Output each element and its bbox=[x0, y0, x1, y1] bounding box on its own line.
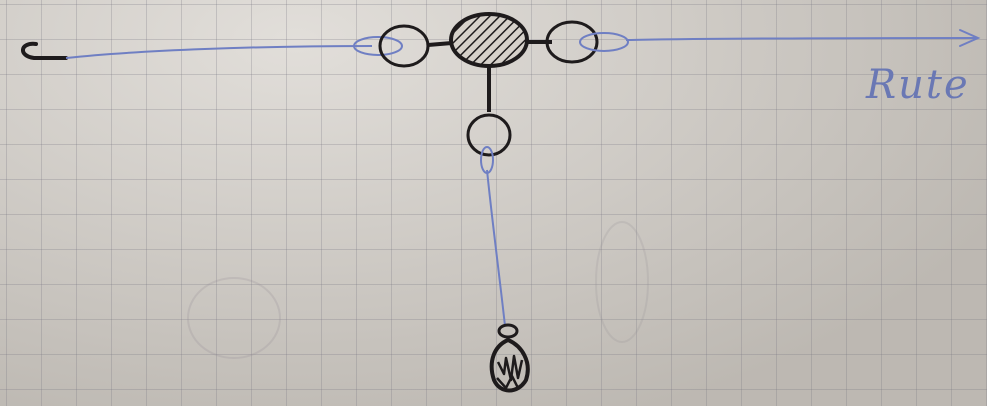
sinker-eye-icon bbox=[499, 325, 517, 337]
left-connector bbox=[428, 43, 452, 45]
route-label: Rute bbox=[865, 62, 970, 108]
lower-knot-loop bbox=[481, 147, 493, 173]
right-knot-loop bbox=[580, 33, 628, 51]
sinker-scribble bbox=[497, 356, 522, 388]
main-line-right bbox=[626, 38, 976, 40]
hook-icon bbox=[23, 44, 66, 58]
main-line-left bbox=[66, 46, 372, 58]
erased-mark-right bbox=[596, 222, 648, 342]
left-ring-icon bbox=[380, 26, 428, 66]
dropper-line bbox=[487, 170, 505, 326]
erased-mark-left bbox=[188, 278, 280, 358]
right-ring-icon bbox=[547, 22, 597, 62]
swivel-icon bbox=[451, 14, 527, 66]
